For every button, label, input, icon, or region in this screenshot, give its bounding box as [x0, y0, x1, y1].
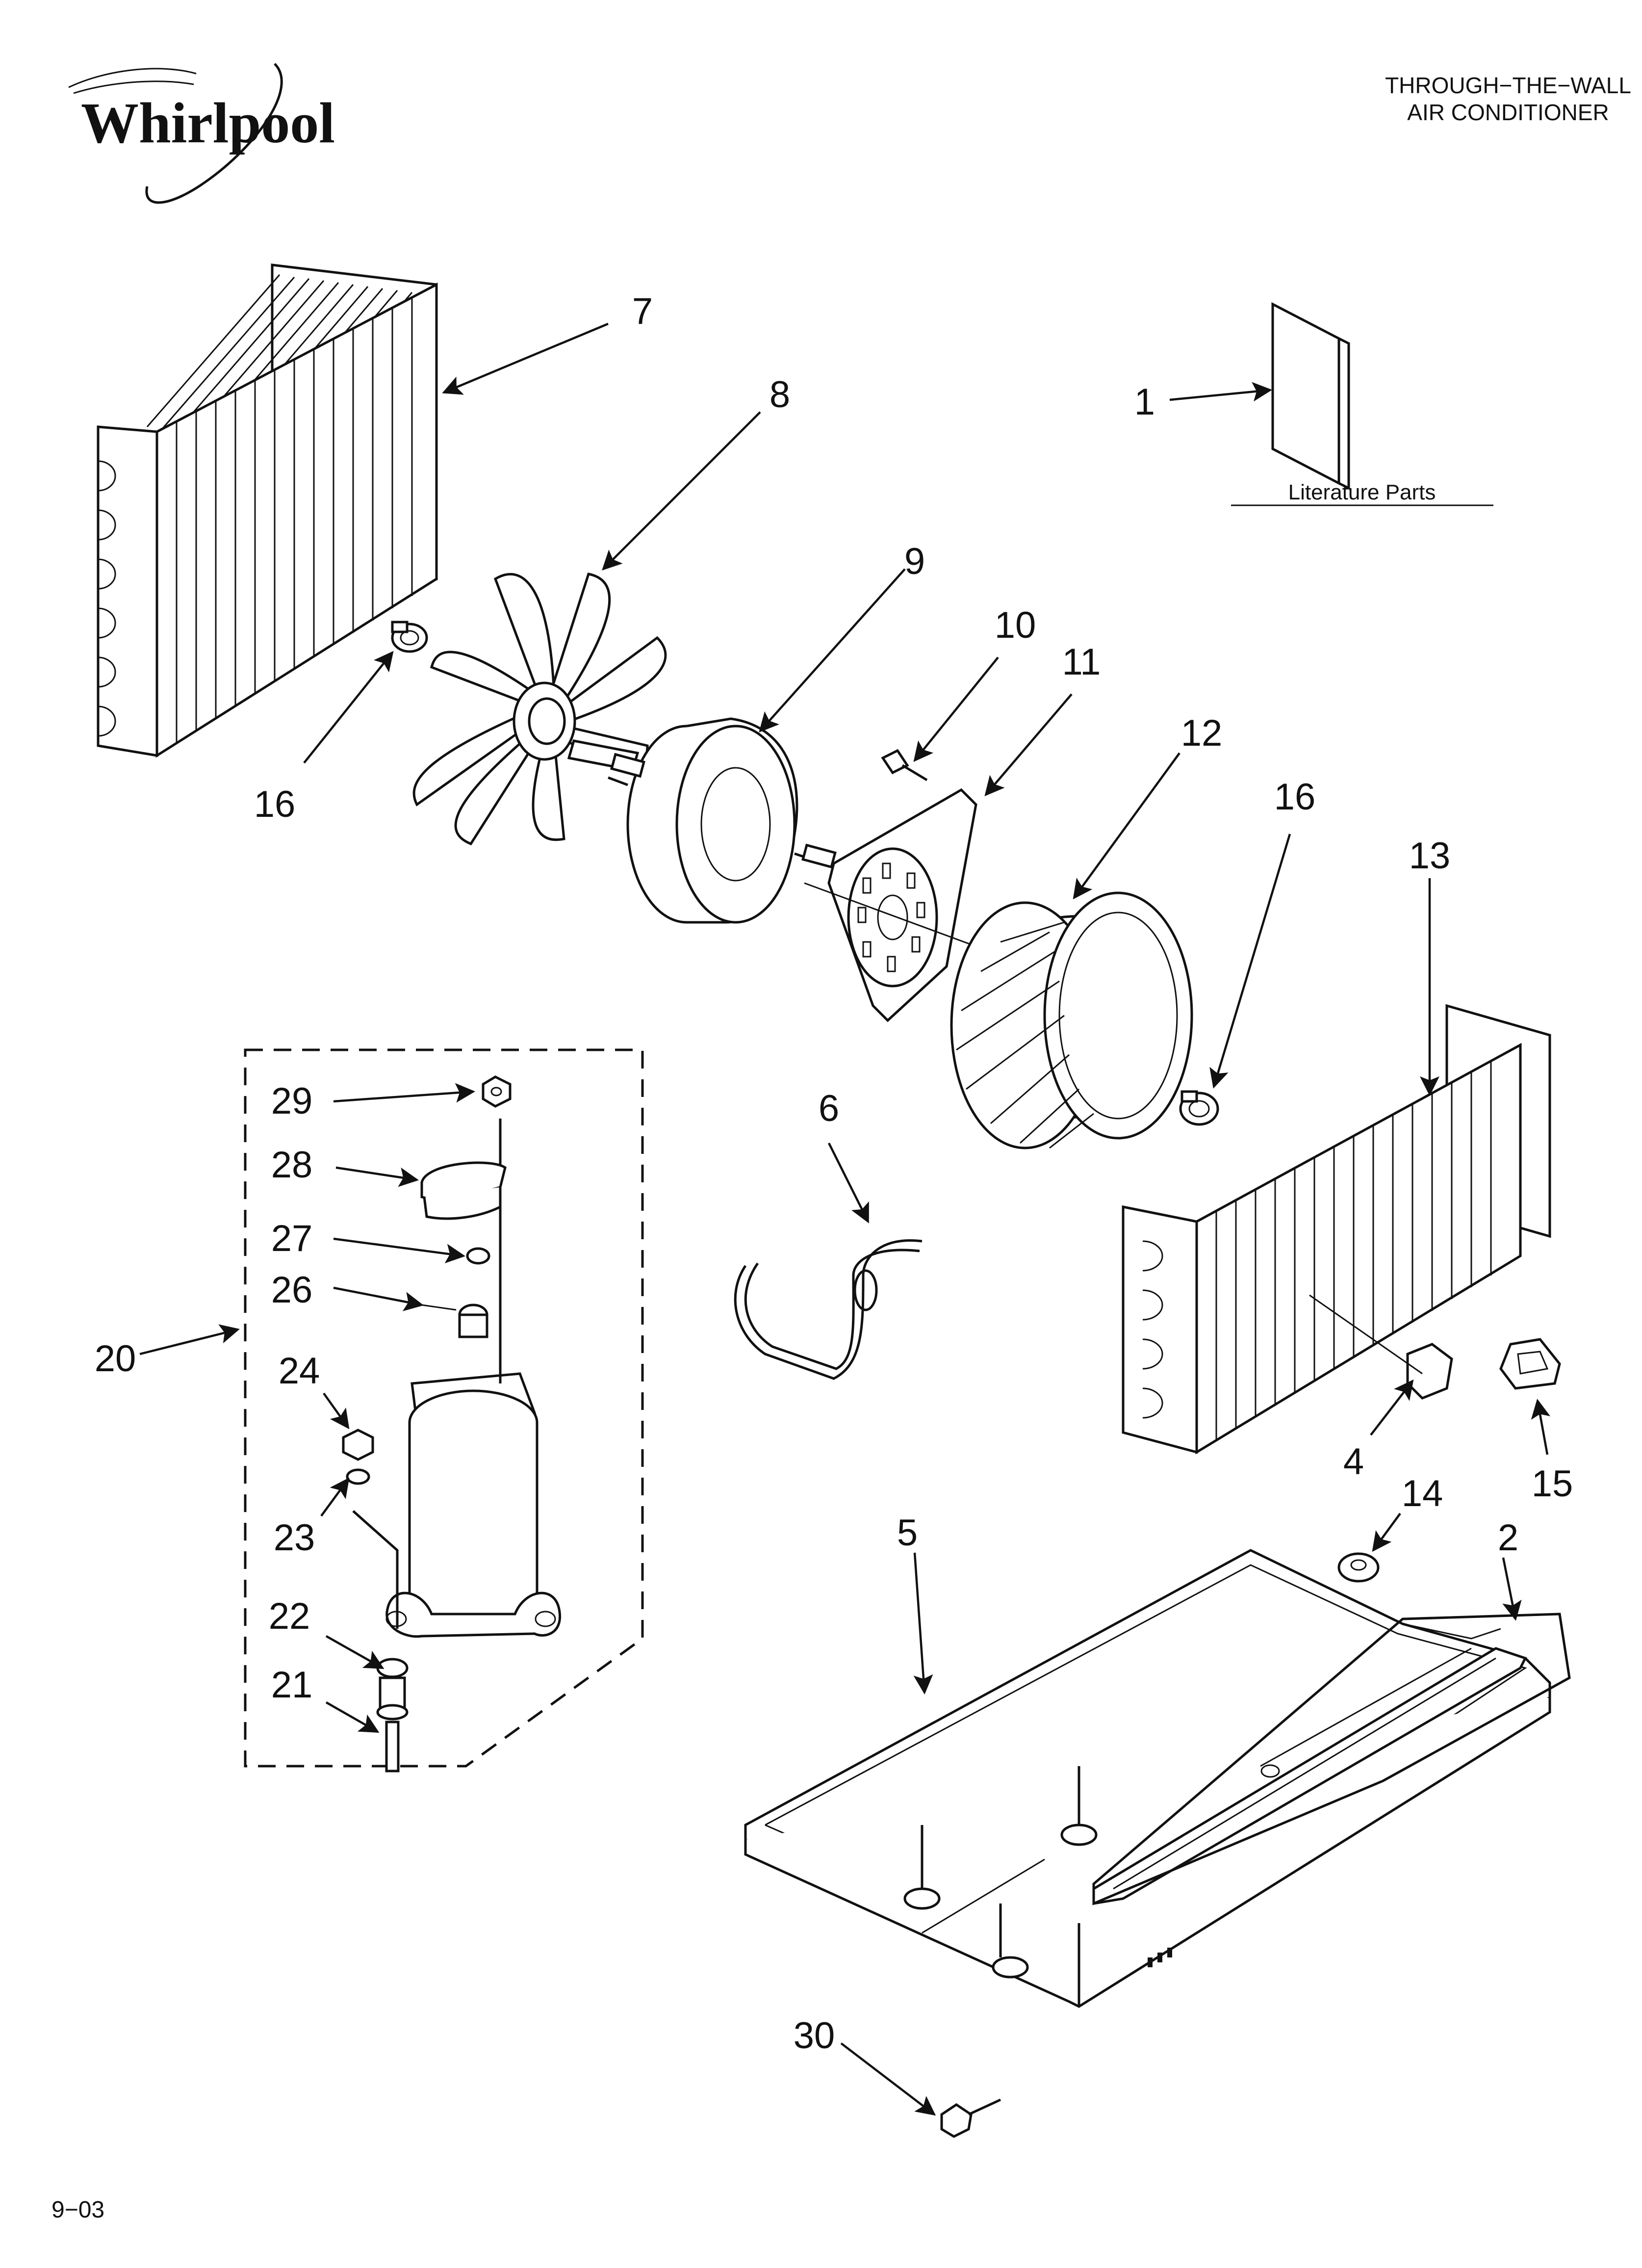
callout-14: 14 — [1402, 1473, 1443, 1514]
compressor-grommet — [376, 1658, 409, 1721]
compressor-sleeve — [385, 1721, 400, 1773]
compressor — [352, 1119, 562, 1638]
callout-28: 28 — [271, 1144, 313, 1186]
callout-29: 29 — [271, 1080, 313, 1122]
callout-10: 10 — [995, 604, 1036, 646]
drain-channel — [1092, 1613, 1571, 1905]
mounting-screw — [881, 749, 928, 782]
callout-9: 9 — [904, 541, 925, 582]
tube-clamp-left — [391, 621, 428, 653]
base-screw — [940, 2098, 1001, 2138]
callout-8: 8 — [770, 374, 790, 416]
condenser-coil — [97, 263, 438, 758]
compressor-mount-washer — [346, 1468, 370, 1485]
terminal-clip — [466, 1247, 490, 1265]
coil-mounting-clip — [1309, 1294, 1453, 1400]
literature-parts-booklet — [1271, 302, 1350, 491]
wire-retainer-bracket — [734, 1239, 923, 1380]
callout-leaders — [139, 322, 1551, 2116]
overload-protector — [421, 1303, 488, 1338]
callout-4: 4 — [1343, 1441, 1364, 1483]
callout-24: 24 — [279, 1350, 320, 1392]
retaining-clip — [1499, 1338, 1561, 1390]
compressor-mount-nut — [342, 1429, 374, 1461]
terminal-cover — [420, 1161, 507, 1220]
product-title-line1: THROUGH−THE−WALL — [1385, 73, 1631, 98]
compressor-assembly-outline — [244, 1048, 644, 1768]
evaporator-coil — [1122, 1004, 1551, 1455]
callout-13: 13 — [1409, 835, 1451, 877]
motor-mount-bracket — [804, 788, 991, 1022]
callout-7: 7 — [632, 290, 653, 332]
callout-16-left: 16 — [254, 783, 296, 825]
callout-5: 5 — [897, 1512, 918, 1554]
callout-26: 26 — [271, 1269, 313, 1311]
callout-labels: 7 8 1 9 10 11 12 16 13 16 6 29 28 27 26 … — [95, 290, 1573, 2057]
base-pan — [744, 1549, 1551, 2008]
callout-11: 11 — [1062, 641, 1101, 683]
condenser-fan-blade — [412, 573, 667, 846]
callout-1: 1 — [1134, 381, 1155, 423]
callout-6: 6 — [819, 1088, 839, 1129]
brand-logo-text: Whirlpool — [81, 91, 335, 155]
callout-15: 15 — [1532, 1463, 1573, 1505]
callout-20: 20 — [95, 1338, 136, 1380]
grommet-washer — [1337, 1552, 1380, 1583]
date-code: 9−03 — [51, 2197, 104, 2223]
callout-23: 23 — [274, 1517, 315, 1559]
callout-12: 12 — [1181, 712, 1223, 754]
fan-motor — [608, 717, 837, 924]
callout-22: 22 — [269, 1595, 310, 1637]
callout-16-right: 16 — [1274, 776, 1316, 818]
literature-parts-label: Literature Parts — [1288, 480, 1436, 504]
callout-30: 30 — [794, 2015, 835, 2057]
blower-wheel — [950, 891, 1193, 1149]
callout-21: 21 — [271, 1664, 313, 1706]
tube-clamp-right — [1179, 1090, 1219, 1126]
base-studs — [903, 1766, 1098, 1979]
callout-27: 27 — [271, 1218, 313, 1259]
product-title-line2: AIR CONDITIONER — [1407, 100, 1609, 125]
whirlpool-logo: Whirlpool — [68, 63, 335, 204]
callout-2: 2 — [1498, 1517, 1518, 1559]
terminal-cover-nut — [482, 1075, 512, 1108]
